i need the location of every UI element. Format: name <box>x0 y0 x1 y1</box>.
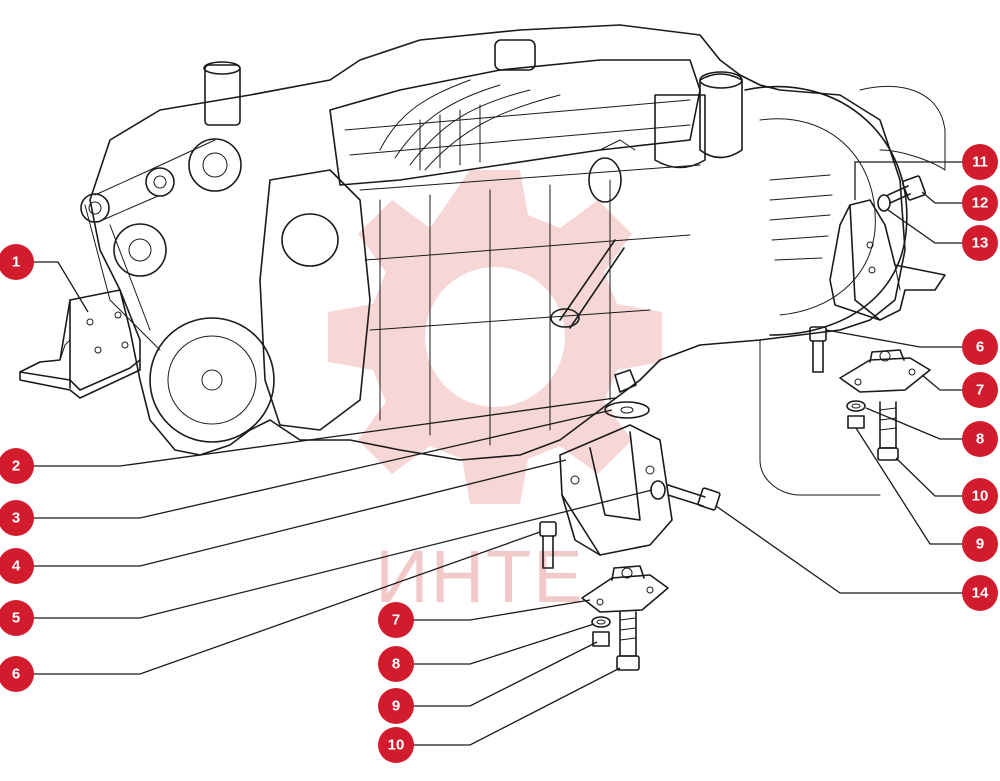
callout-6-right: 6 <box>962 329 998 365</box>
callout-9-bottom: 9 <box>378 688 414 724</box>
svg-text:11: 11 <box>972 154 988 171</box>
rear-right-bracket <box>809 175 946 461</box>
svg-text:8: 8 <box>976 431 984 448</box>
svg-text:9: 9 <box>976 536 984 553</box>
watermark: ИНТЕ <box>328 170 662 618</box>
svg-text:3: 3 <box>12 510 20 527</box>
watermark-text: ИНТЕ <box>375 535 584 618</box>
watermark-gear-icon <box>328 170 662 504</box>
svg-text:2: 2 <box>12 458 20 475</box>
svg-text:4: 4 <box>12 558 21 575</box>
callout-11: 11 <box>962 144 998 180</box>
leader-lines <box>34 161 966 746</box>
svg-text:12: 12 <box>972 195 989 212</box>
svg-text:13: 13 <box>972 235 989 252</box>
callout-badges: 1 2 3 4 5 6 7 8 9 10 11 12 13 6 7 8 10 9… <box>0 144 998 763</box>
svg-text:10: 10 <box>388 737 405 754</box>
callout-14: 14 <box>962 575 998 611</box>
callout-9-right: 9 <box>962 526 998 562</box>
callout-1: 1 <box>0 244 34 280</box>
svg-text:1: 1 <box>12 254 20 271</box>
callout-10-bottom: 10 <box>378 727 414 763</box>
callout-12: 12 <box>962 185 998 221</box>
callout-8-right: 8 <box>962 421 998 457</box>
svg-text:9: 9 <box>392 698 400 715</box>
svg-text:6: 6 <box>976 339 984 356</box>
callout-10-right: 10 <box>962 478 998 514</box>
front-left-bracket <box>19 289 141 399</box>
svg-text:5: 5 <box>12 610 20 627</box>
callout-5: 5 <box>0 600 34 636</box>
callout-7-right: 7 <box>962 372 998 408</box>
svg-text:6: 6 <box>12 666 20 683</box>
callout-7-bottom: 7 <box>378 602 414 638</box>
callout-13: 13 <box>962 225 998 261</box>
svg-text:8: 8 <box>392 656 400 673</box>
callout-8-bottom: 8 <box>378 646 414 682</box>
callout-6-left: 6 <box>0 656 34 692</box>
rear-center-bracket <box>539 369 721 671</box>
callout-2: 2 <box>0 448 34 484</box>
callout-3: 3 <box>0 500 34 536</box>
engine-illustration <box>80 24 946 496</box>
svg-text:10: 10 <box>972 488 989 505</box>
svg-text:7: 7 <box>976 382 984 399</box>
svg-text:14: 14 <box>972 585 989 602</box>
callout-4: 4 <box>0 548 34 584</box>
svg-text:7: 7 <box>392 612 400 629</box>
